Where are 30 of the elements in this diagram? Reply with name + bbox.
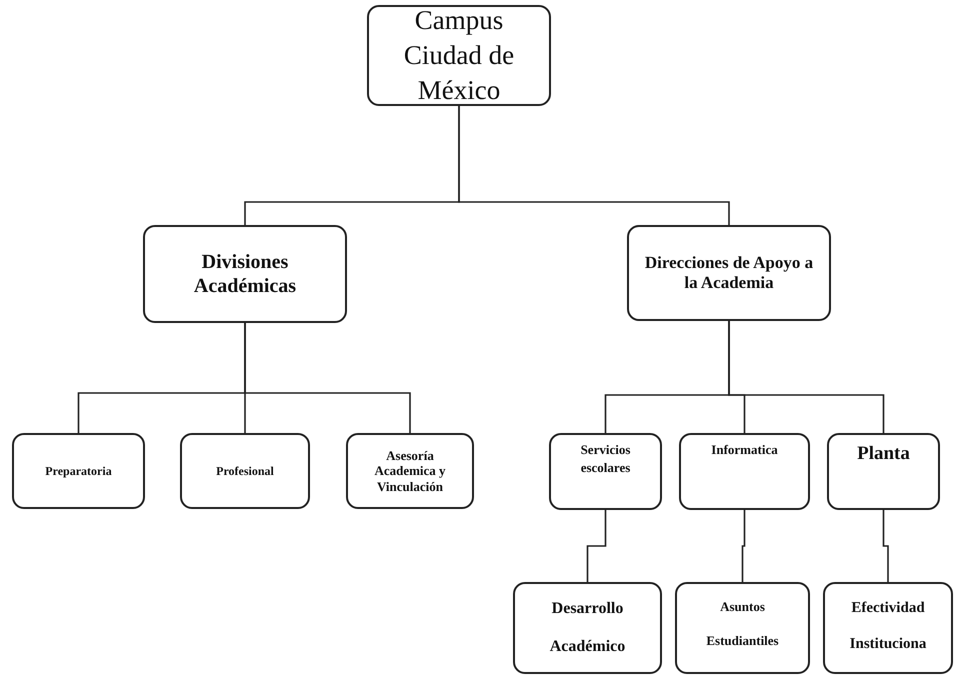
box-label: Preparatoria (45, 464, 112, 478)
org-box (549, 433, 662, 510)
org-box (143, 225, 347, 323)
box-label: Servicios escolares (580, 441, 632, 478)
box-label: Efectividad Instituciona (848, 599, 928, 654)
box-label: Planta (857, 442, 910, 466)
box-label: Asuntos Estudiantiles (705, 598, 780, 650)
org-box (823, 582, 953, 674)
box-label: Desarrollo Académico (548, 599, 626, 658)
org-box (679, 433, 810, 510)
connector-line (586, 510, 606, 582)
org-box (675, 582, 810, 674)
connector-line (882, 510, 889, 582)
box-label: Campus Ciudad de México (402, 4, 516, 108)
org-box (12, 433, 145, 509)
box-label: Direcciones de Apoyo a la Academia (644, 252, 814, 294)
box-label: Profesional (216, 464, 274, 478)
box-label: Asesoría Academica y Vinculación (373, 448, 447, 494)
box-label: Informatica (711, 441, 778, 459)
org-box (627, 225, 831, 321)
connector-line (458, 106, 730, 225)
connector-line (728, 321, 884, 433)
org-box (367, 5, 551, 106)
org-box (827, 433, 940, 510)
box-label: Divisiones Académicas (192, 250, 298, 298)
org-box (180, 433, 310, 509)
org-box (513, 582, 662, 674)
connector-line (742, 510, 746, 582)
connector-line (244, 323, 411, 433)
org-box (346, 433, 474, 509)
